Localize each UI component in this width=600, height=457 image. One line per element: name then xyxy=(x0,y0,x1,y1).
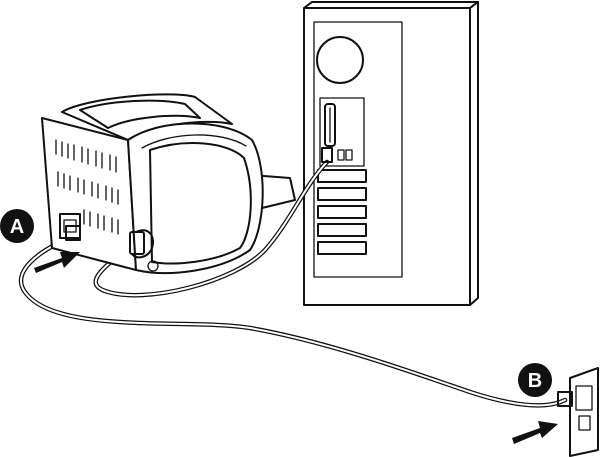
wall-outlet-icon xyxy=(557,367,599,457)
connector-b-badge: B xyxy=(518,363,552,397)
printer-icon xyxy=(41,93,296,275)
power-cable xyxy=(18,235,568,408)
connector-a-label: A xyxy=(10,216,24,238)
data-cable xyxy=(93,147,333,298)
connector-b-label: B xyxy=(528,370,542,392)
printer-vents xyxy=(55,139,119,235)
arrow-right-icon xyxy=(34,252,80,273)
arrow-right-icon xyxy=(512,421,558,444)
connector-a-badge: A xyxy=(0,209,34,243)
computer-tower-icon xyxy=(303,1,479,306)
